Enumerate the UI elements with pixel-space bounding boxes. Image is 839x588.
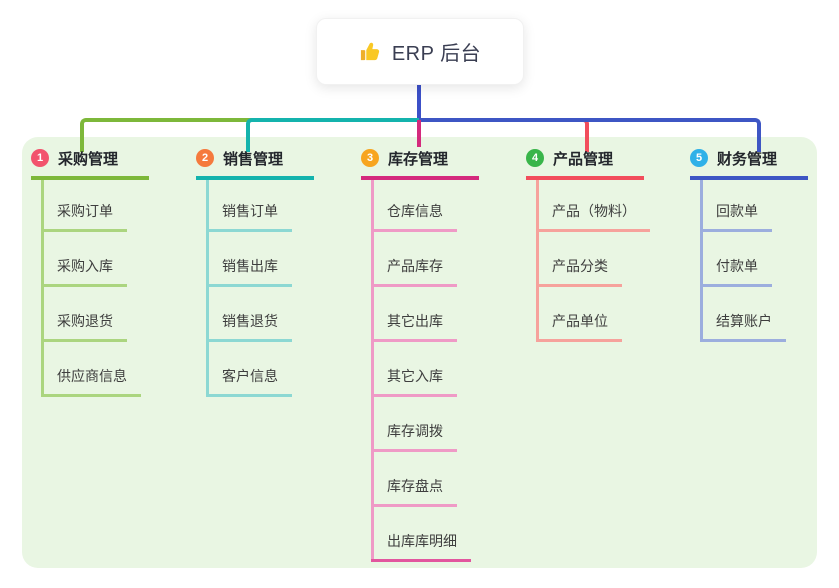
node-purchase-order[interactable]: 采购订单 (41, 202, 127, 232)
branch-trunk-line (371, 180, 374, 562)
node-other-outbound[interactable]: 其它出库 (371, 312, 457, 342)
branch-label: 销售管理 (223, 150, 284, 168)
branch-finance: 5 财务管理 回款单 付款单 结算账户 (690, 145, 808, 342)
branch-label: 产品管理 (553, 150, 614, 168)
node-receipt-bill[interactable]: 回款单 (700, 202, 772, 232)
node-other-inbound[interactable]: 其它入库 (371, 367, 457, 397)
node-product-stock[interactable]: 产品库存 (371, 257, 457, 287)
branch3-connector-line (417, 120, 421, 147)
branch-purchase-node[interactable]: 1 采购管理 (31, 145, 149, 180)
branch5-connector-line (419, 118, 761, 152)
node-purchase-return[interactable]: 采购退货 (41, 312, 127, 342)
node-settlement-account[interactable]: 结算账户 (700, 312, 786, 342)
node-payment-bill[interactable]: 付款单 (700, 257, 772, 287)
branch-label: 财务管理 (717, 150, 778, 168)
branch-trunk-line (206, 180, 209, 397)
branch-number-badge: 5 (690, 149, 708, 167)
root-connector-line (417, 83, 421, 120)
thumbs-up-icon (360, 42, 379, 61)
node-stock-count[interactable]: 库存盘点 (371, 477, 457, 507)
branch-sales-node[interactable]: 2 销售管理 (196, 145, 314, 180)
branch-trunk-line (41, 180, 44, 397)
node-product-unit[interactable]: 产品单位 (536, 312, 622, 342)
node-sales-order[interactable]: 销售订单 (206, 202, 292, 232)
node-stock-transfer[interactable]: 库存调拨 (371, 422, 457, 452)
node-product-category[interactable]: 产品分类 (536, 257, 622, 287)
branch-number-badge: 4 (526, 149, 544, 167)
branch-sales: 2 销售管理 销售订单 销售出库 销售退货 客户信息 (196, 145, 314, 397)
branch-finance-node[interactable]: 5 财务管理 (690, 145, 808, 180)
branch-product: 4 产品管理 产品（物料） 产品分类 产品单位 (526, 145, 650, 342)
mindmap-canvas (22, 137, 817, 568)
branch-product-node[interactable]: 4 产品管理 (526, 145, 644, 180)
node-warehouse-info[interactable]: 仓库信息 (371, 202, 457, 232)
branch-number-badge: 2 (196, 149, 214, 167)
root-node[interactable]: ERP 后台 (316, 18, 524, 85)
branch-trunk-line (700, 180, 703, 342)
node-customer-info[interactable]: 客户信息 (206, 367, 292, 397)
branch-inventory-node[interactable]: 3 库存管理 (361, 145, 479, 180)
branch-label: 库存管理 (388, 150, 449, 168)
node-sales-outbound[interactable]: 销售出库 (206, 257, 292, 287)
branch-label: 采购管理 (58, 150, 119, 168)
node-product-material[interactable]: 产品（物料） (536, 202, 650, 232)
root-node-label: ERP 后台 (391, 43, 482, 65)
node-outbound-detail[interactable]: 出库库明细 (371, 532, 471, 562)
node-sales-return[interactable]: 销售退货 (206, 312, 292, 342)
branch-trunk-line (536, 180, 539, 342)
node-supplier-info[interactable]: 供应商信息 (41, 367, 141, 397)
branch-purchase: 1 采购管理 采购订单 采购入库 采购退货 供应商信息 (31, 145, 149, 397)
branch-inventory: 3 库存管理 仓库信息 产品库存 其它出库 其它入库 库存调拨 库存盘点 出库库… (361, 145, 479, 562)
node-purchase-inbound[interactable]: 采购入库 (41, 257, 127, 287)
branch-number-badge: 1 (31, 149, 49, 167)
branch2-connector-line (246, 118, 421, 152)
branch-number-badge: 3 (361, 149, 379, 167)
